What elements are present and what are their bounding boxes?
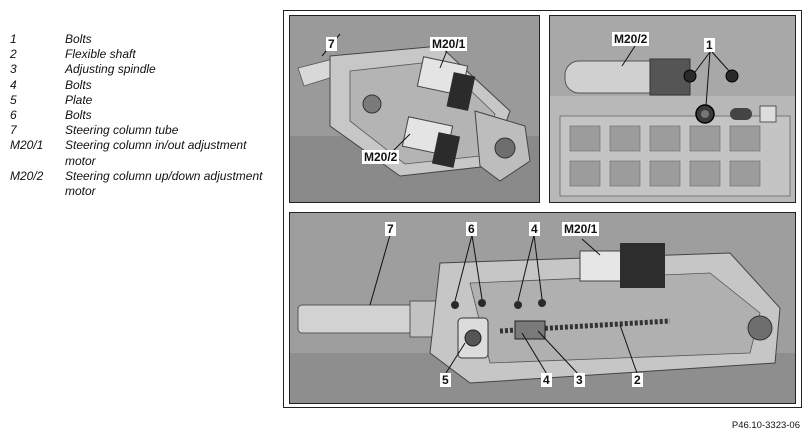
- photo-motor-detail: M20/2 1: [549, 15, 796, 203]
- legend-item: 7 Steering column tube: [10, 123, 275, 138]
- legend-description: Steering column tube: [65, 123, 179, 138]
- legend-number: 7: [10, 123, 17, 138]
- legend-description: Adjusting spindle: [65, 62, 156, 77]
- steering-column-side-drawing: [290, 213, 795, 403]
- callout-m20-1: M20/1: [430, 37, 468, 51]
- legend-description: Steering column up/down adjustment motor: [65, 168, 263, 199]
- photo-overview: 7 M20/1 M20/2: [289, 15, 540, 203]
- legend-description: Steering column in/out adjustment motor: [65, 138, 247, 168]
- legend-item: M20/1 Steering column in/out adjustment m…: [10, 138, 275, 168]
- legend-number: 4: [10, 77, 17, 92]
- callout-m20-2: M20/2: [612, 32, 650, 46]
- legend-item: 2 Flexible shaft: [10, 47, 275, 62]
- legend-number: 6: [10, 108, 17, 123]
- callout-6: 6: [466, 222, 477, 236]
- photo-side-view: 7 6 4 M20/1 5 4 3 2: [289, 212, 796, 404]
- figure-frame: 7 M20/1 M20/2: [283, 10, 802, 408]
- callout-3: 3: [574, 373, 585, 387]
- legend-description: Bolts: [65, 32, 92, 46]
- legend-item: M20/2 Steering column up/down adjustment …: [10, 169, 275, 199]
- legend-number: 2: [10, 47, 17, 62]
- legend-number: M20/2: [10, 168, 44, 183]
- callout-1: 1: [704, 38, 715, 52]
- legend-description: Flexible shaft: [65, 47, 136, 62]
- callout-5: 5: [440, 373, 451, 387]
- legend-number: 1: [10, 32, 17, 46]
- steering-column-overview-drawing: [290, 16, 539, 202]
- callout-m20-1: M20/1: [562, 222, 600, 236]
- callout-2: 2: [632, 373, 643, 387]
- figure-id: P46.10-3323-06: [731, 420, 800, 431]
- legend-number: M20/1: [10, 138, 44, 153]
- legend-item: 5 Plate: [10, 93, 275, 108]
- legend-number: 5: [10, 92, 17, 107]
- legend-item: 3 Adjusting spindle: [10, 62, 275, 77]
- legend-item: 6 Bolts: [10, 108, 275, 123]
- callout-m20-2: M20/2: [362, 150, 400, 164]
- callout-7: 7: [326, 37, 337, 51]
- callout-4: 4: [541, 373, 552, 387]
- legend-description: Bolts: [65, 77, 92, 92]
- motor-bolts-detail-drawing: [550, 16, 795, 202]
- legend-number: 3: [10, 62, 17, 77]
- callout-4: 4: [529, 222, 540, 236]
- callout-7: 7: [385, 222, 396, 236]
- legend-description: Plate: [65, 92, 93, 107]
- legend-item: 1 Bolts: [10, 32, 275, 47]
- legend-description: Bolts: [65, 108, 92, 123]
- legend-item: 4 Bolts: [10, 78, 275, 93]
